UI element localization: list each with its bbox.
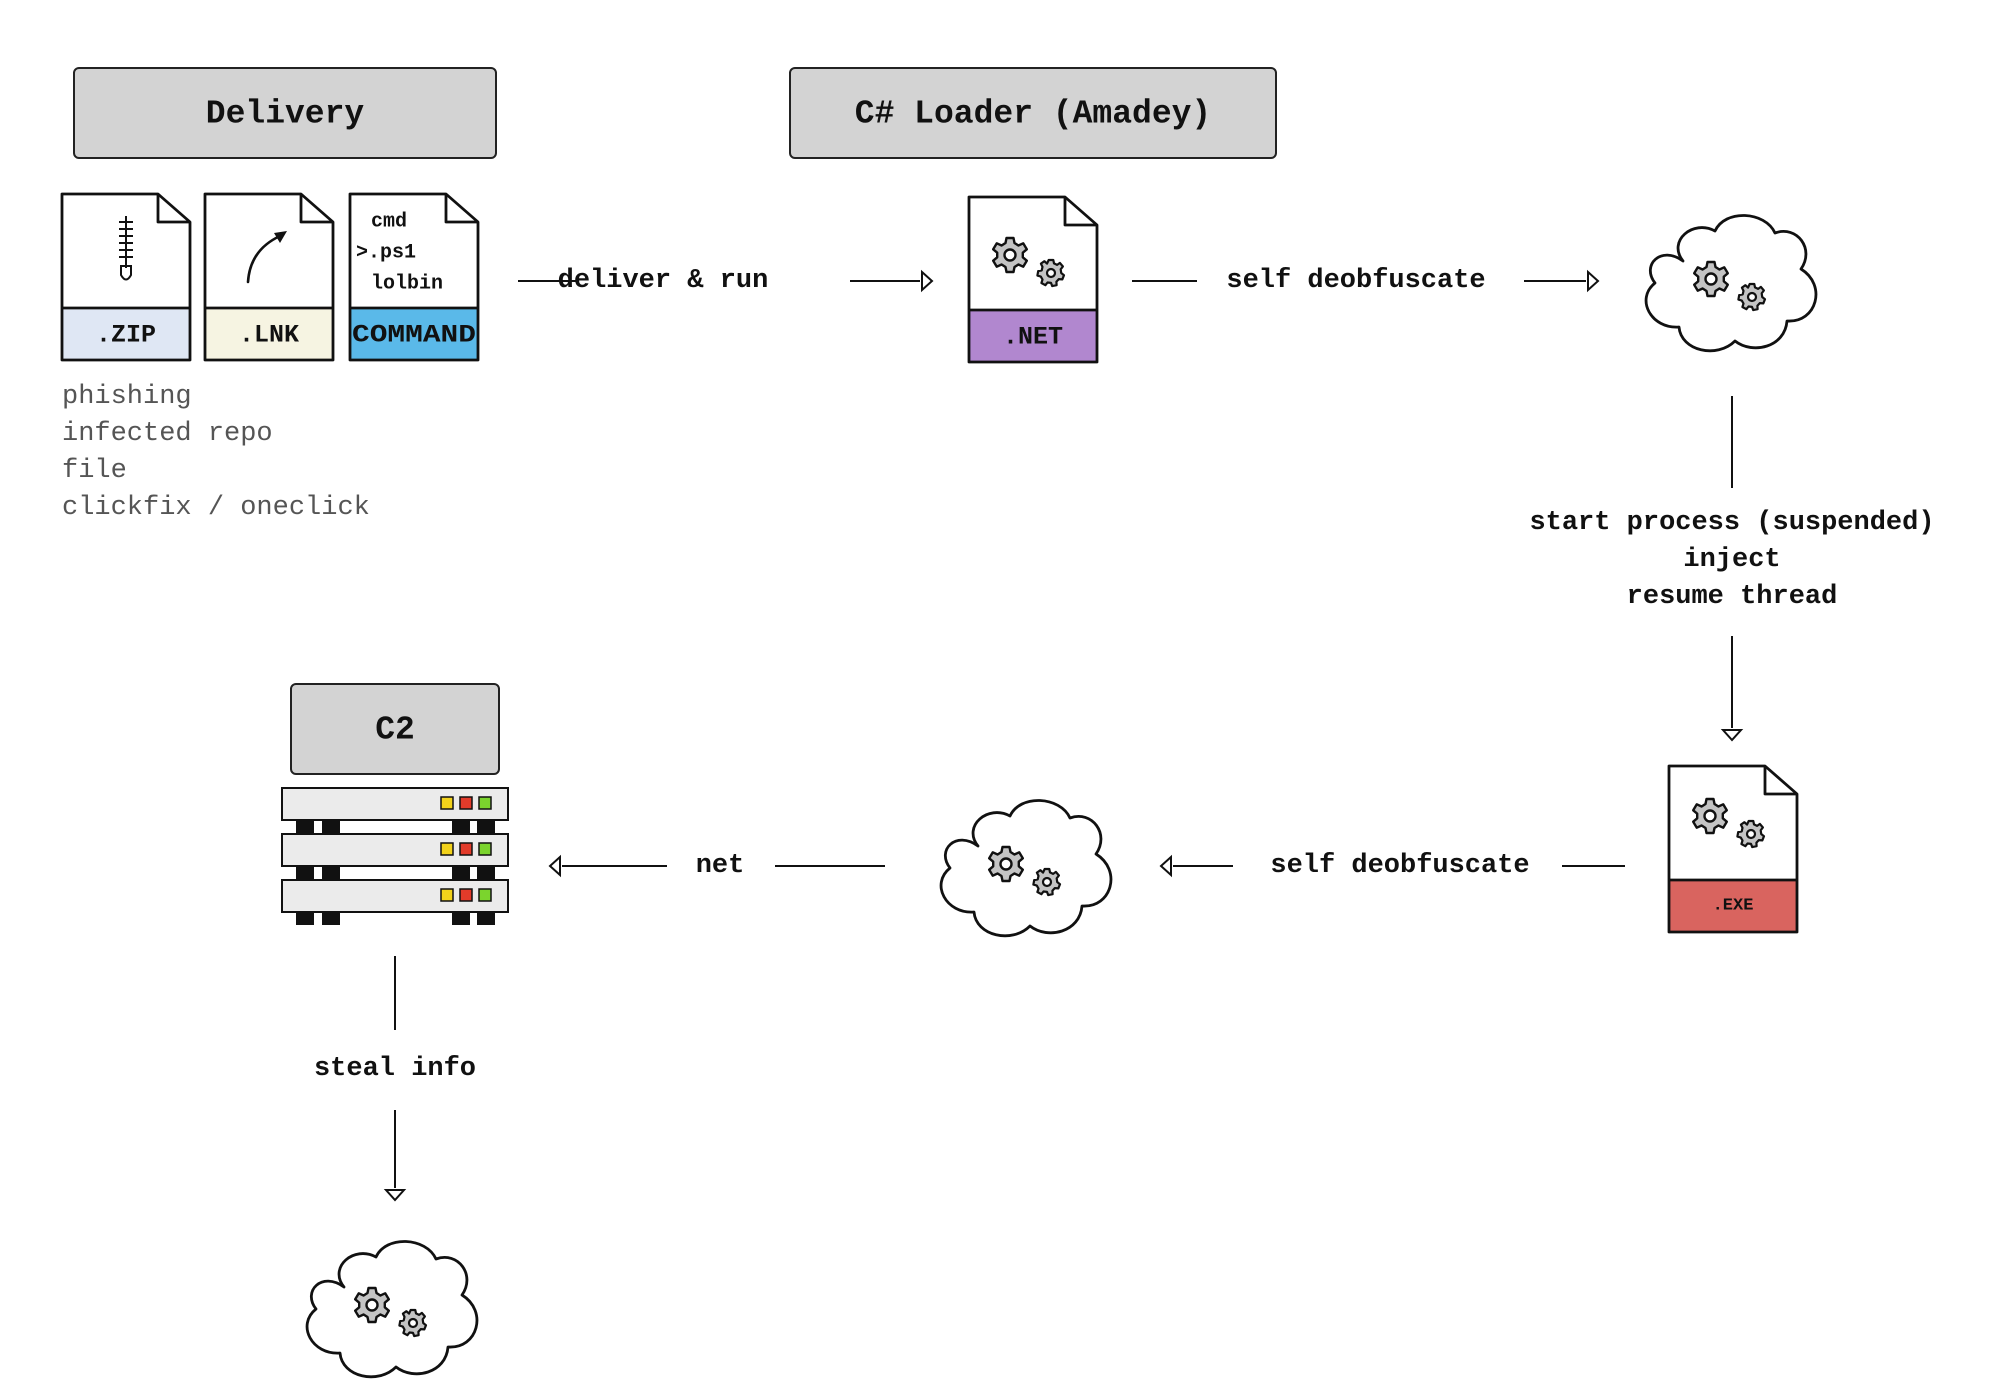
net-file-icon: .NET bbox=[967, 195, 1099, 364]
delivery-method: infected repo bbox=[62, 419, 273, 449]
server-unit bbox=[281, 787, 509, 833]
delivery-title: Delivery bbox=[206, 96, 365, 133]
loader-header: C# Loader (Amadey) bbox=[789, 67, 1277, 159]
c2-header: C2 bbox=[290, 683, 500, 775]
self-deobfuscate-label: self deobfuscate bbox=[1270, 851, 1529, 881]
cloud-process-icon bbox=[1644, 214, 1818, 353]
net-label: .NET bbox=[1003, 323, 1063, 352]
server-unit bbox=[281, 833, 509, 879]
delivery-method: phishing bbox=[62, 382, 192, 412]
exe-file-icon: .EXE bbox=[1667, 764, 1799, 934]
loader-title: C# Loader (Amadey) bbox=[855, 96, 1211, 133]
command-line-cmd: cmd bbox=[371, 211, 407, 234]
inject-step-line: start process (suspended) bbox=[1529, 508, 1934, 538]
command-line-ps1: >.ps1 bbox=[356, 242, 416, 265]
zip-label: .ZIP bbox=[96, 321, 156, 350]
delivery-method: clickfix / oneclick bbox=[62, 493, 370, 523]
self-deobfuscate-label: self deobfuscate bbox=[1226, 266, 1485, 296]
deliver-run-arrow: deliver & run bbox=[518, 266, 934, 296]
net-step-label: net bbox=[696, 851, 745, 881]
zipper-icon bbox=[119, 216, 133, 281]
deliver-run-label: deliver & run bbox=[558, 266, 769, 296]
command-file-icon: cmd >.ps1 lolbin COMMAND bbox=[348, 192, 480, 362]
inject-arrow: start process (suspended) inject resume … bbox=[1529, 396, 1935, 742]
steal-info-label: steal info bbox=[314, 1054, 476, 1084]
cloud-process-icon bbox=[305, 1240, 479, 1379]
lnk-label: .LNK bbox=[239, 321, 299, 350]
self-deobfuscate-arrow-bottom: self deobfuscate bbox=[1159, 851, 1625, 881]
shortcut-arrow-icon bbox=[246, 231, 287, 284]
delivery-method: file bbox=[62, 456, 127, 486]
server-unit bbox=[281, 879, 509, 925]
steal-info-arrow: steal info bbox=[314, 956, 476, 1202]
inject-step-line: inject bbox=[1683, 545, 1780, 575]
c2-title: C2 bbox=[375, 712, 415, 749]
command-label: COMMAND bbox=[352, 321, 476, 350]
command-line-lolbin: lolbin bbox=[371, 273, 443, 296]
delivery-header: Delivery bbox=[73, 67, 497, 159]
self-deobfuscate-arrow-top: self deobfuscate bbox=[1132, 266, 1600, 296]
server-stack-icon bbox=[281, 787, 509, 925]
zip-file-icon: .ZIP bbox=[60, 192, 192, 362]
lnk-file-icon: .LNK bbox=[203, 192, 335, 362]
exe-label: .EXE bbox=[1713, 897, 1754, 916]
delivery-methods-list: phishing infected repo file clickfix / o… bbox=[62, 382, 370, 523]
net-arrow: net bbox=[548, 851, 885, 881]
cloud-process-icon bbox=[939, 799, 1113, 938]
inject-step-line: resume thread bbox=[1627, 582, 1838, 612]
